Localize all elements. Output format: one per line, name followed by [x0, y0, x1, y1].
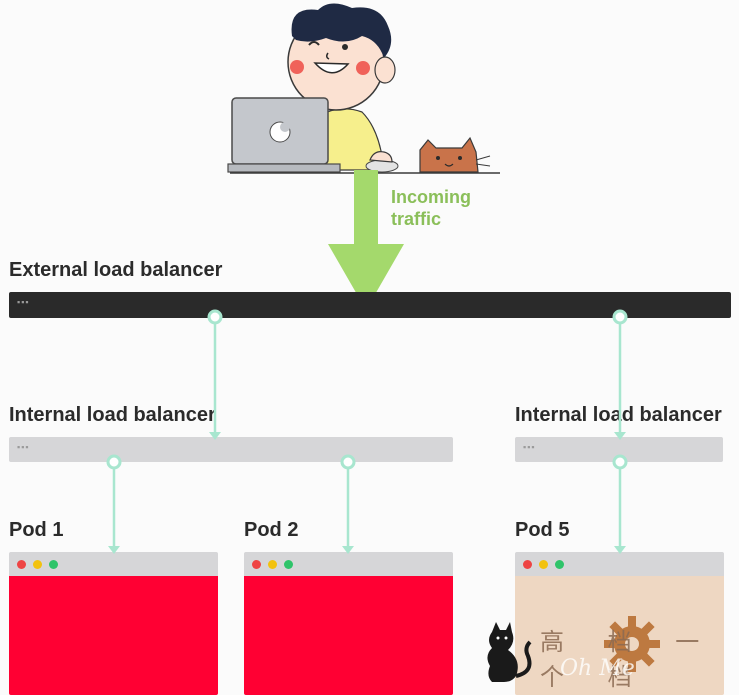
maximize-dot: [49, 560, 58, 569]
node-int-pod2: [340, 454, 356, 470]
close-dot: [523, 560, 532, 569]
internal-lb-left-bar[interactable]: ▪▪▪: [9, 437, 453, 462]
bar-dots: ▪▪▪: [17, 297, 30, 307]
node-int-pod1: [106, 454, 122, 470]
arrowhead-pod2: [342, 546, 354, 554]
watermark-script: Oh Me: [560, 656, 635, 681]
pod-1-window[interactable]: [9, 552, 218, 695]
bar-dots: ▪▪▪: [523, 442, 536, 452]
watermark-text: 高 档 一 个 档: [540, 628, 718, 691]
pod-1-title: Pod 1: [9, 519, 64, 541]
node-ext-left: [207, 309, 223, 325]
cat-head: [419, 136, 479, 173]
close-dot: [252, 560, 261, 569]
minimize-dot: [539, 560, 548, 569]
traffic-arrow: [328, 170, 404, 310]
pod-2-title: Pod 2: [244, 519, 299, 541]
internal-lb-right-title: Internal load balancer: [515, 404, 722, 426]
laptop-base: [227, 163, 341, 173]
pod-5-window[interactable]: [515, 552, 724, 695]
pod-5-titlebar: [515, 552, 724, 576]
close-dot: [17, 560, 26, 569]
smile: [313, 62, 350, 74]
maximize-dot: [555, 560, 564, 569]
person-illustration: [227, 3, 500, 174]
pod-2-body: [244, 576, 453, 695]
arrowhead-int-left: [209, 432, 221, 440]
node-int-pod5: [612, 454, 628, 470]
pod-1-body: [9, 576, 218, 695]
external-lb-bar[interactable]: ▪▪▪: [9, 292, 731, 318]
pod-1-titlebar: [9, 552, 218, 576]
traffic-line-1: Incoming: [391, 187, 471, 207]
node-ext-right: [612, 309, 628, 325]
gear-icon: [604, 616, 660, 672]
external-lb-title: External load balancer: [9, 259, 223, 281]
pod-2-titlebar: [244, 552, 453, 576]
bar-dots: ▪▪▪: [17, 442, 30, 452]
internal-lb-left-title: Internal load balancer: [9, 404, 216, 426]
arrow-shape: [328, 170, 404, 310]
arrowhead-int-right: [614, 432, 626, 440]
incoming-traffic-label: Incoming traffic: [391, 186, 471, 230]
pod-2-window[interactable]: [244, 552, 453, 695]
cat-watermark-icon: [487, 622, 532, 682]
minimize-dot: [33, 560, 42, 569]
hair: [291, 3, 392, 59]
pod-5-title: Pod 5: [515, 519, 570, 541]
maximize-dot: [284, 560, 293, 569]
traffic-line-2: traffic: [391, 209, 442, 229]
minimize-dot: [268, 560, 277, 569]
arrowhead-pod5: [614, 546, 626, 554]
arrowhead-pod1: [108, 546, 120, 554]
